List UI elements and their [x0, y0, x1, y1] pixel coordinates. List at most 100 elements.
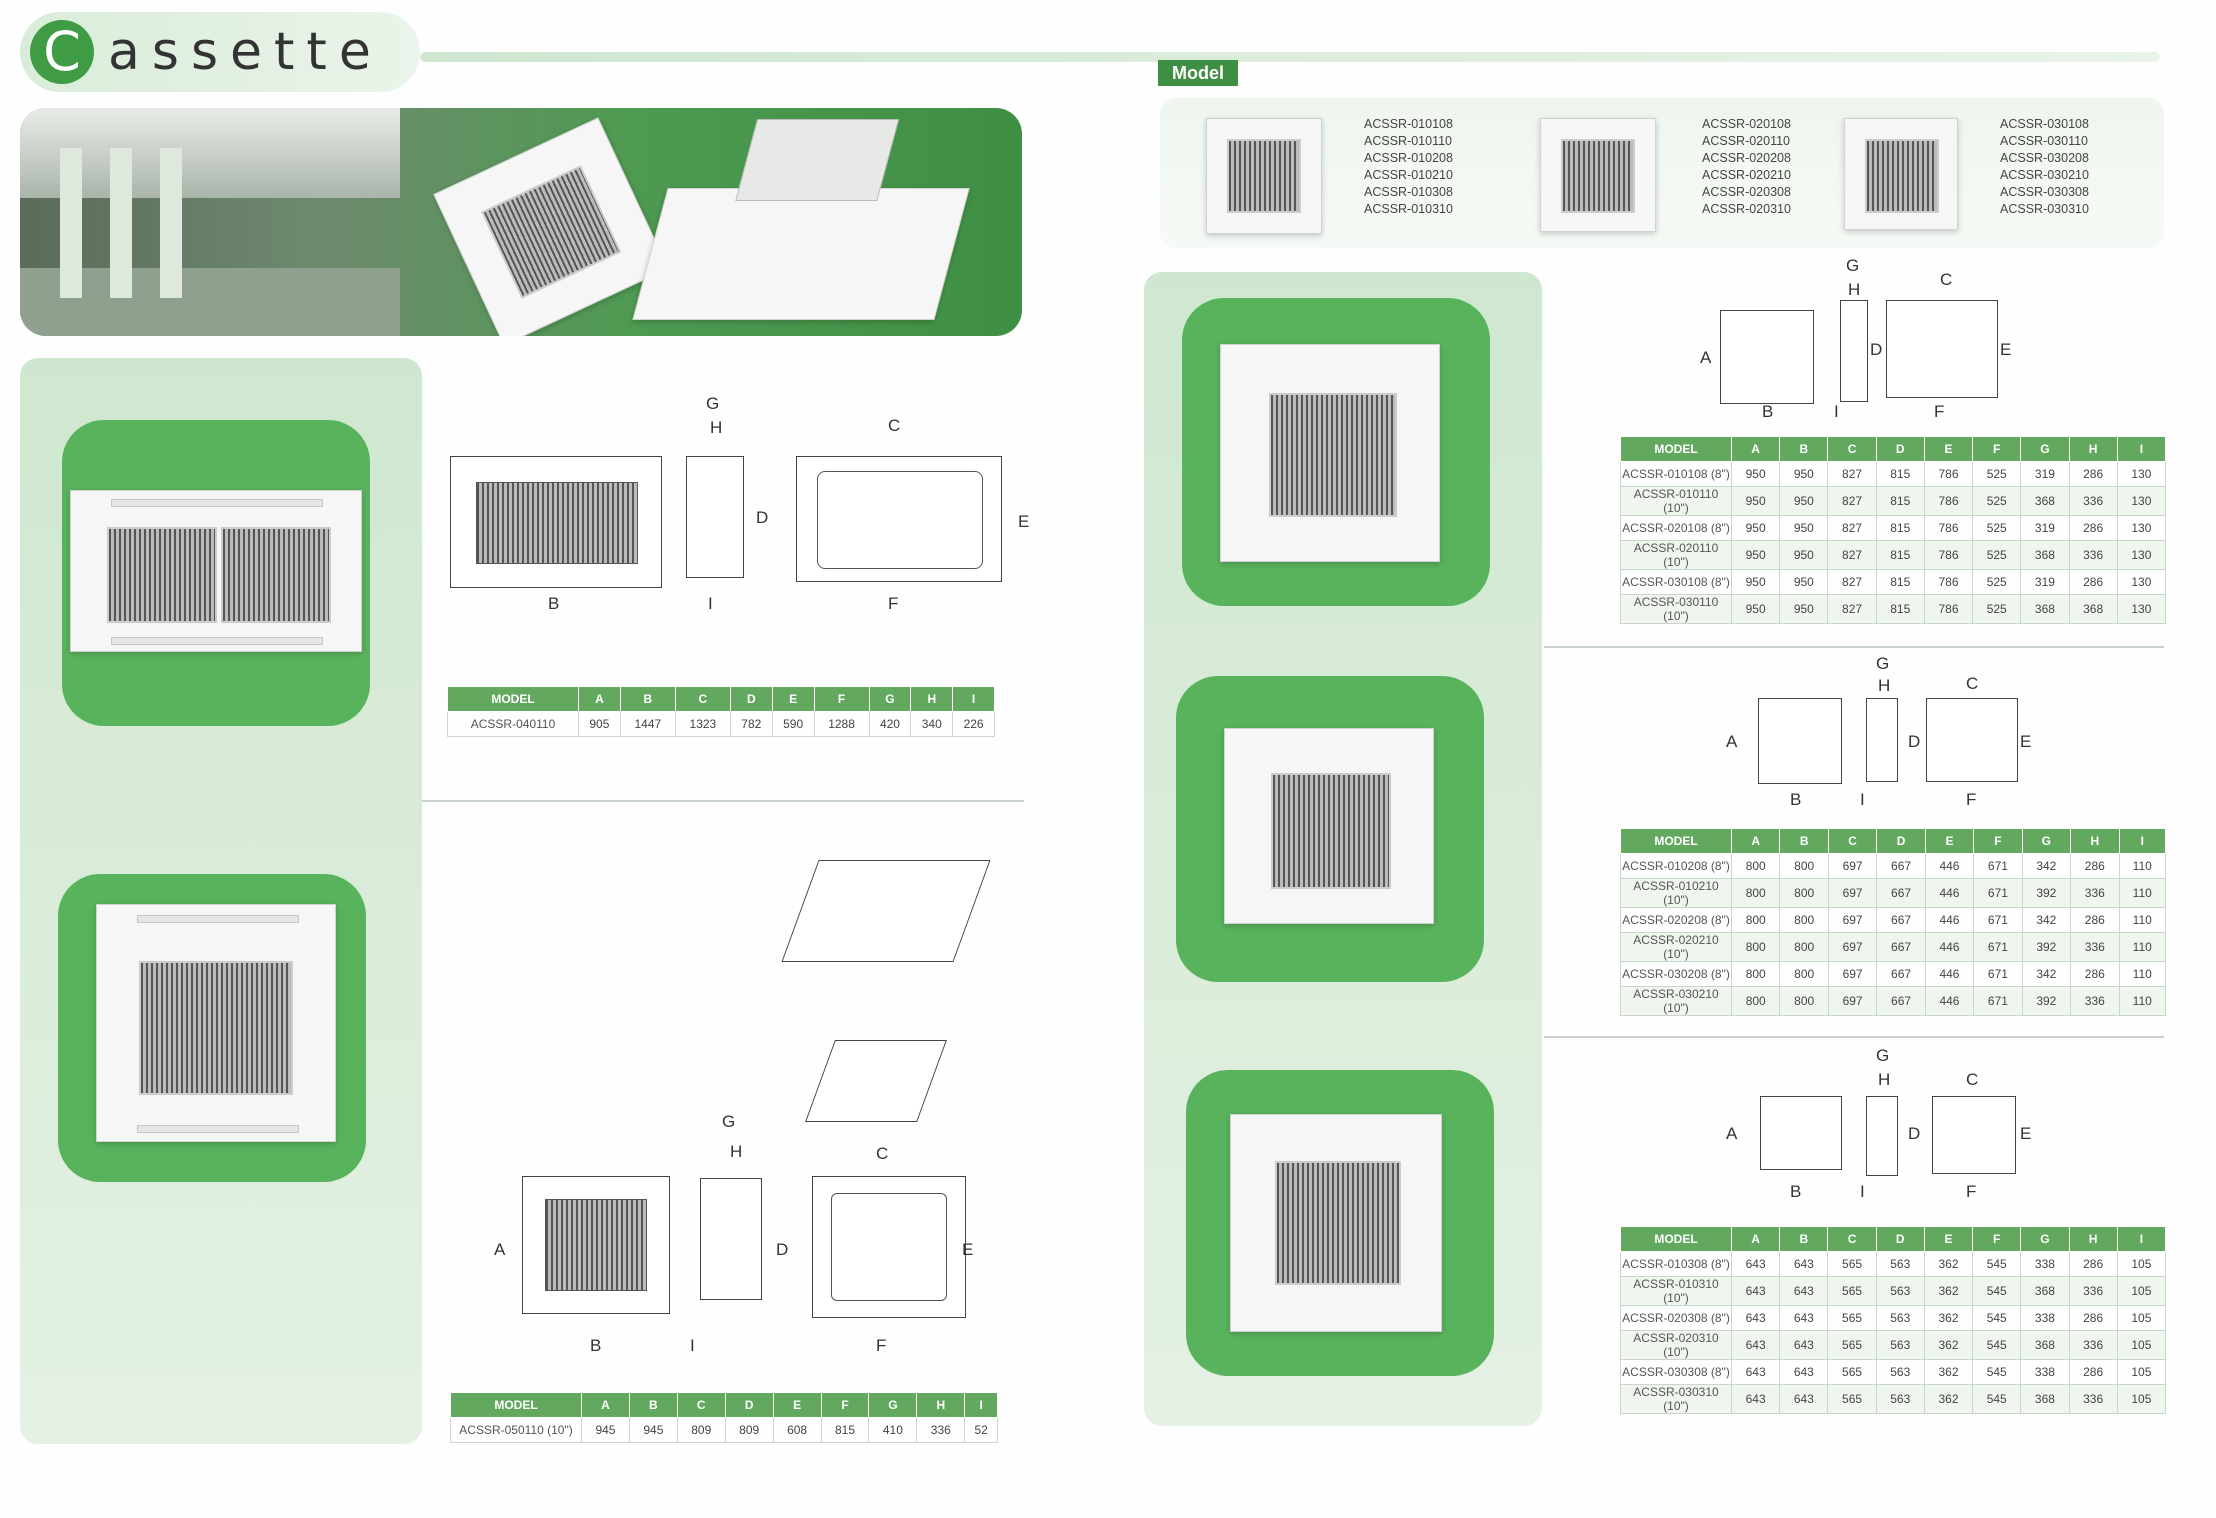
value-cell: 800 — [1779, 932, 1829, 962]
value-cell: 563 — [1875, 1305, 1925, 1331]
table-header-cell: B — [619, 686, 676, 712]
dim-label-g: G — [1876, 654, 1890, 673]
grille — [107, 527, 217, 623]
model-thumbnail — [1844, 118, 1958, 230]
value-cell: 608 — [772, 1417, 822, 1443]
dim-label-d: D — [1908, 732, 1921, 751]
table-header-cell: D — [729, 686, 773, 712]
dim-label-d: D — [1870, 340, 1883, 359]
model-cell: ACSSR-020208 (8") — [1620, 907, 1732, 933]
value-cell: 336 — [2068, 486, 2118, 516]
value-cell: 286 — [2068, 569, 2118, 595]
title-rule — [420, 52, 2160, 62]
table-header-cell: C — [1827, 1226, 1877, 1252]
model-list-item: ACSSR-020308 — [1702, 185, 1791, 199]
table-header-cell: G — [2020, 436, 2070, 462]
value-cell: 643 — [1779, 1251, 1829, 1277]
value-cell: 226 — [952, 711, 995, 737]
value-cell: 782 — [729, 711, 773, 737]
dim-label-e: E — [1018, 512, 1030, 531]
value-cell: 340 — [910, 711, 954, 737]
value-cell: 319 — [2020, 569, 2070, 595]
top-view-drawing — [796, 456, 1002, 582]
model-list-item: ACSSR-010208 — [1364, 151, 1453, 165]
value-cell: 697 — [1827, 878, 1878, 908]
value-cell: 338 — [2020, 1305, 2070, 1331]
model-cell: ACSSR-030310 (10") — [1620, 1384, 1732, 1414]
table-header-cell: G — [868, 1392, 918, 1418]
dim-label-f: F — [1966, 1182, 1977, 1201]
table-header-cell: B — [1779, 1226, 1829, 1252]
value-cell: 392 — [2021, 878, 2072, 908]
value-cell: 342 — [2021, 961, 2072, 987]
table-header-cell: E — [1924, 828, 1975, 854]
top-view-drawing — [812, 1176, 966, 1318]
value-cell: 667 — [1876, 961, 1926, 987]
value-cell: 565 — [1827, 1359, 1877, 1385]
value-cell: 286 — [2068, 515, 2118, 541]
value-cell: 338 — [2020, 1251, 2070, 1277]
model-list-item: ACSSR-020310 — [1702, 202, 1791, 216]
table-header-cell: MODEL — [1620, 1226, 1732, 1252]
model-cell: ACSSR-020308 (8") — [1620, 1305, 1732, 1331]
table-header-cell: E — [1923, 436, 1974, 462]
value-cell: 643 — [1730, 1276, 1781, 1306]
value-cell: 1288 — [813, 711, 870, 737]
value-cell: 446 — [1924, 907, 1975, 933]
value-cell: 525 — [1972, 486, 2022, 516]
value-cell: 815 — [1875, 486, 1925, 516]
title-initial: C — [30, 20, 94, 84]
model-thumbnail — [1206, 118, 1322, 234]
exploded-panel-drawing — [805, 1040, 947, 1122]
value-cell: 105 — [2116, 1251, 2167, 1277]
value-cell: 130 — [2116, 515, 2167, 541]
table-header-cell: B — [1779, 436, 1829, 462]
cassette-unit-image — [96, 904, 336, 1142]
value-cell: 105 — [2116, 1330, 2167, 1360]
value-cell: 130 — [2116, 540, 2167, 570]
window-panel — [160, 148, 182, 298]
table-header-cell: D — [724, 1392, 774, 1418]
value-cell: 800 — [1730, 961, 1781, 987]
value-cell: 671 — [1973, 878, 2023, 908]
value-cell: 545 — [1972, 1359, 2022, 1385]
value-cell: 362 — [1923, 1305, 1974, 1331]
model-thumbnail — [1540, 118, 1656, 232]
value-cell: 800 — [1730, 932, 1781, 962]
value-cell: 815 — [1875, 515, 1925, 541]
dim-label-f: F — [888, 594, 899, 613]
value-cell: 130 — [2116, 461, 2167, 487]
value-cell: 950 — [1779, 594, 1829, 624]
dim-label-c: C — [876, 1144, 889, 1163]
section-divider — [1544, 646, 2164, 648]
value-cell: 286 — [2070, 853, 2120, 879]
value-cell: 827 — [1827, 569, 1877, 595]
model-cell: ACSSR-010310 (10") — [1620, 1276, 1732, 1306]
value-cell: 786 — [1923, 461, 1974, 487]
value-cell: 697 — [1827, 907, 1878, 933]
dim-label-f: F — [1934, 402, 1945, 421]
model-list-item: ACSSR-030308 — [2000, 185, 2089, 199]
value-cell: 800 — [1730, 878, 1781, 908]
model-list-item: ACSSR-020108 — [1702, 117, 1791, 131]
grille — [1275, 1161, 1401, 1285]
model-list-item: ACSSR-030208 — [2000, 151, 2089, 165]
side-view-drawing — [686, 456, 744, 578]
model-list-item: ACSSR-030310 — [2000, 202, 2089, 216]
table-header-cell: D — [1875, 436, 1925, 462]
outlet-slot — [111, 499, 323, 507]
value-cell: 945 — [581, 1417, 630, 1443]
dim-label-d: D — [1908, 1124, 1921, 1143]
table-header-cell: A — [581, 1392, 630, 1418]
